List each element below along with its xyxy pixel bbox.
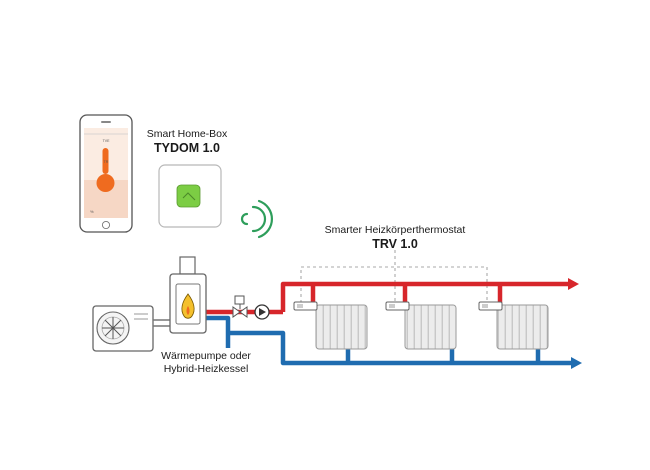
smartphone-icon: TVE TR %: [79, 114, 133, 233]
heat-source-label-line1: Wärmepumpe oder: [161, 350, 251, 362]
thermostat-label: Smarter Heizkörperthermostat: [324, 224, 466, 236]
phone-screen-temp: TR: [104, 160, 109, 164]
supply-arrow-icon: [568, 278, 579, 290]
boiler-icon: [169, 256, 207, 334]
trv-2-icon: [385, 301, 410, 311]
radiator-3-icon: [496, 304, 549, 350]
trv-1-icon: [293, 301, 318, 311]
mixing-valve-icon: [232, 295, 248, 318]
return-arrow-icon: [571, 357, 582, 369]
return-pipe: [205, 315, 573, 366]
hub-label: Smart Home-Box: [146, 128, 228, 140]
hub-model: TYDOM 1.0: [154, 141, 220, 155]
trv-3-icon: [478, 301, 503, 311]
tydom-box-icon: [158, 164, 222, 228]
phone-screen-header: TVE: [103, 139, 110, 143]
thermostat-model: TRV 1.0: [372, 237, 418, 251]
pump-icon: [254, 304, 270, 320]
control-signal-lines: [300, 250, 488, 303]
wireless-signal-icon: [240, 199, 274, 239]
radiator-2-icon: [404, 304, 457, 350]
phone-screen-footer: %: [90, 209, 94, 214]
heat-source-label-line2: Hybrid-Heizkessel: [163, 363, 249, 375]
radiator-1-icon: [315, 304, 368, 350]
heat-pump-unit-icon: [92, 305, 170, 352]
